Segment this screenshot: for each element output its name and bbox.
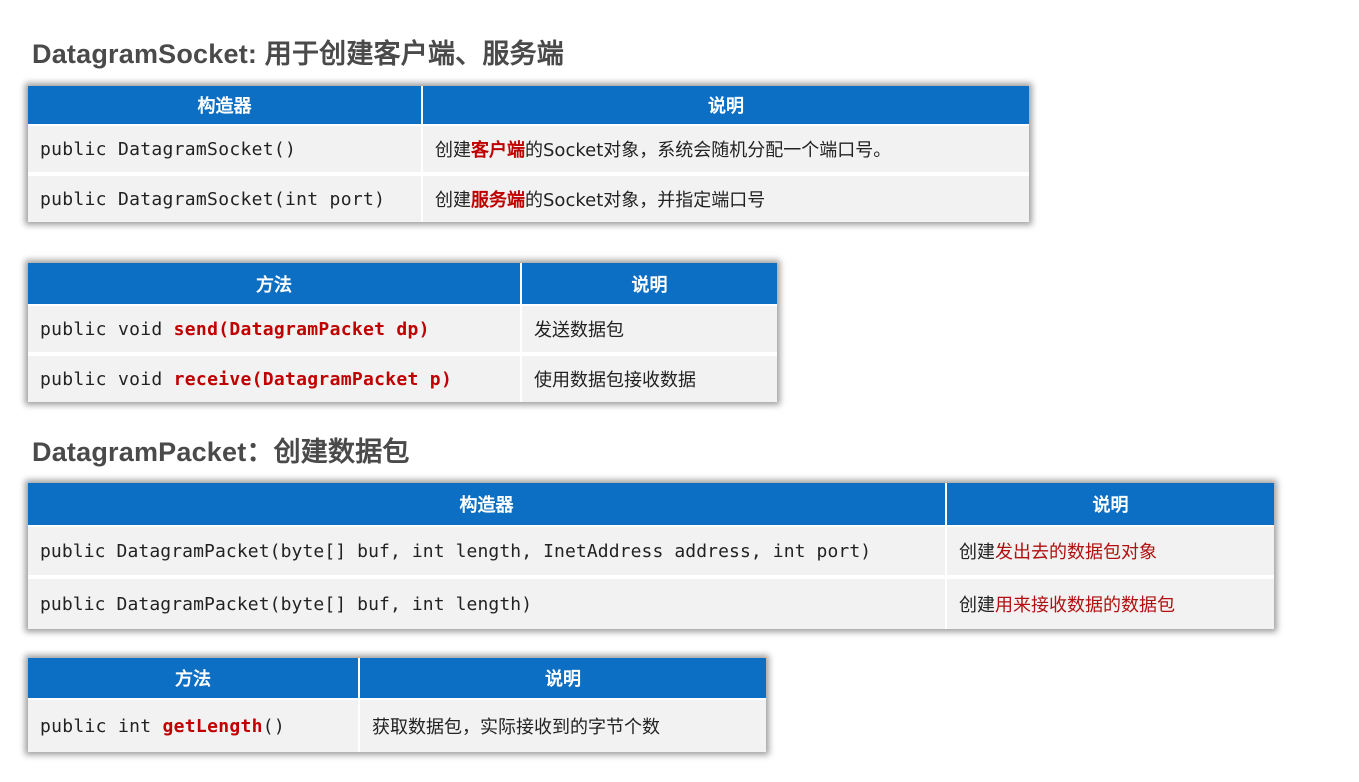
table-header-row: 构造器 说明 [28,86,1029,126]
method-name: getLength [162,715,263,737]
constructor-signature: public DatagramSocket(int port) [28,176,423,222]
table-row: public void send(DatagramPacket dp) 发送数据… [28,306,777,356]
datagrampacket-constructors-table: 构造器 说明 public DatagramPacket(byte[] buf,… [28,483,1274,629]
column-header-method: 方法 [28,658,360,700]
column-header-method: 方法 [28,263,522,306]
method-description: 获取数据包，实际接收到的字节个数 [360,700,766,752]
method-name: send(DatagramPacket dp) [173,318,430,340]
table-header-row: 构造器 说明 [28,483,1274,527]
table-row: public void receive(DatagramPacket p) 使用… [28,356,777,402]
method-signature: public void send(DatagramPacket dp) [28,306,522,356]
column-header-constructor: 构造器 [28,483,947,527]
datagramsocket-methods-table: 方法 说明 public void send(DatagramPacket dp… [28,263,777,402]
table-header-row: 方法 说明 [28,658,766,700]
description-text: 的Socket对象，并指定端口号 [525,190,766,211]
description-highlight: 发出去的数据包对象 [995,542,1157,563]
method-modifiers: public void [40,368,174,390]
description-text: 创建 [959,542,995,563]
column-header-description: 说明 [360,658,766,700]
constructor-signature: public DatagramSocket() [28,126,423,176]
column-header-description: 说明 [423,86,1029,126]
section-heading-datagrampacket: DatagramPacket：创建数据包 [32,437,410,467]
section-heading-datagramsocket: DatagramSocket: 用于创建客户端、服务端 [32,39,564,69]
table-row: public DatagramSocket(int port) 创建服务端的So… [28,176,1029,222]
description-highlight: 用来接收数据的数据包 [995,595,1175,616]
method-signature: public int getLength() [28,700,360,752]
datagramsocket-constructors-table: 构造器 说明 public DatagramSocket() 创建客户端的Soc… [28,86,1029,222]
method-modifiers: public void [40,318,174,340]
description-highlight: 客户端 [471,140,525,161]
constructor-description: 创建用来接收数据的数据包 [947,579,1274,629]
description-text: 创建 [435,140,471,161]
table-row: public DatagramSocket() 创建客户端的Socket对象，系… [28,126,1029,176]
table-header-row: 方法 说明 [28,263,777,306]
table-row: public DatagramPacket(byte[] buf, int le… [28,579,1274,629]
column-header-description: 说明 [947,483,1274,527]
method-name: receive(DatagramPacket p) [173,368,453,390]
method-description: 发送数据包 [522,306,777,356]
column-header-constructor: 构造器 [28,86,423,126]
method-modifiers: public int [40,715,163,737]
description-text: 创建 [435,190,471,211]
constructor-signature: public DatagramPacket(byte[] buf, int le… [28,527,947,579]
constructor-description: 创建服务端的Socket对象，并指定端口号 [423,176,1029,222]
method-signature: public void receive(DatagramPacket p) [28,356,522,402]
method-parens: () [262,715,286,737]
constructor-description: 创建发出去的数据包对象 [947,527,1274,579]
datagrampacket-methods-table: 方法 说明 public int getLength() 获取数据包，实际接收到… [28,658,766,752]
table-row: public int getLength() 获取数据包，实际接收到的字节个数 [28,700,766,752]
description-text: 的Socket对象，系统会随机分配一个端口号。 [525,140,892,161]
description-text: 创建 [959,595,995,616]
description-highlight: 服务端 [471,190,525,211]
constructor-signature: public DatagramPacket(byte[] buf, int le… [28,579,947,629]
constructor-description: 创建客户端的Socket对象，系统会随机分配一个端口号。 [423,126,1029,176]
method-description: 使用数据包接收数据 [522,356,777,402]
table-row: public DatagramPacket(byte[] buf, int le… [28,527,1274,579]
column-header-description: 说明 [522,263,777,306]
